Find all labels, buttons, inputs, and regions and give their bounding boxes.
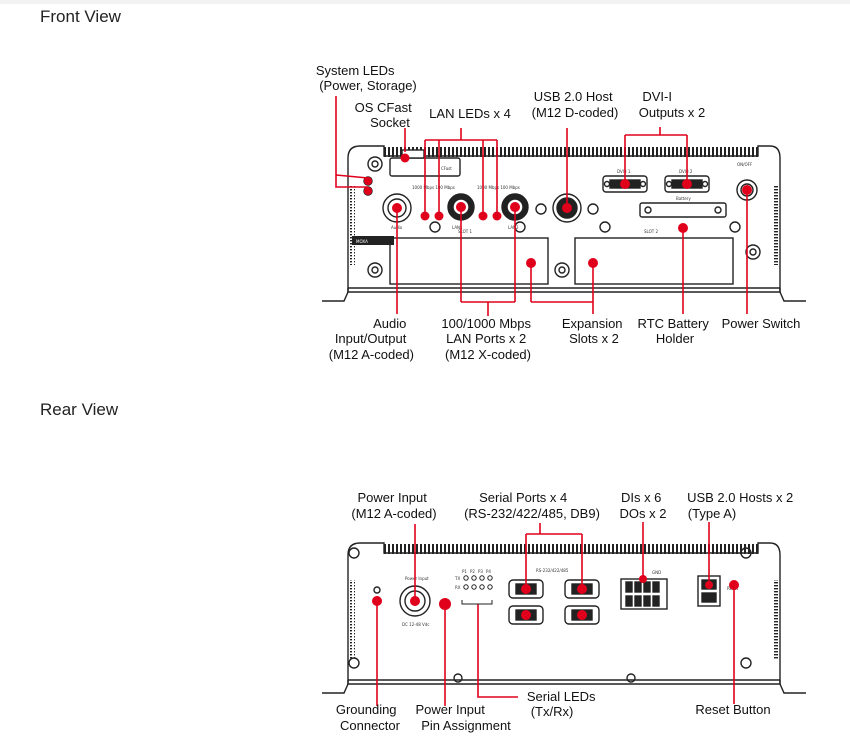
expansion-slot-1 (389, 237, 549, 285)
lan-speed-text-2: 1000 Mbps 100 Mbps (477, 185, 520, 190)
lan1-text: LAN1 (452, 225, 463, 230)
front-view-title: Front View (40, 7, 121, 26)
moxa-logo (352, 236, 394, 245)
front-callouts (335, 96, 748, 316)
label-dvi: DVI-I Outputs x 2 (639, 89, 705, 120)
label-dio: DIs x 6 DOs x 2 (620, 490, 667, 521)
serial-led-grid (463, 575, 493, 590)
label-system-leds: System LEDs (Power, Storage) (316, 63, 417, 93)
front-labels: System LEDs (Power, Storage) OS CFast So… (316, 63, 801, 362)
label-lan-ports: 100/1000 Mbps LAN Ports x 2 (M12 X-coded… (441, 316, 534, 362)
lan2-text: LAN2 (508, 225, 519, 230)
p4-text: P4 (486, 569, 491, 574)
front-device: MOXA CFast Audio 1000 Mbps 100 Mbps 1000… (322, 145, 806, 302)
dvi1-text: DVI-I 1 (617, 169, 631, 174)
label-power-input: Power Input (M12 A-coded) (351, 490, 436, 521)
p1-text: P1 (462, 569, 467, 574)
label-serial-ports: Serial Ports x 4 (RS-232/422/485, DB9) (464, 490, 600, 521)
top-border (0, 0, 850, 4)
label-usb-hosts: USB 2.0 Hosts x 2 (Type A) (687, 490, 797, 521)
label-rtc: RTC Battery Holder (638, 316, 713, 346)
dio-terminal-block (620, 578, 668, 610)
onoff-text: ON/OFF (737, 162, 753, 167)
serial-text: RS-232/422/485 (536, 568, 569, 573)
cfast-text: CFast (441, 166, 452, 171)
label-serial-leds: Serial LEDs (Tx/Rx) (527, 689, 599, 719)
label-pin-assignment: Power Input Pin Assignment (416, 702, 512, 733)
dvi2-text: DVI-I 2 (679, 169, 693, 174)
slot2-text: SLOT 2 (644, 229, 658, 234)
p2-text: P2 (470, 569, 475, 574)
serial-led-bracket (461, 600, 493, 605)
voltage-text: DC 12-48 Vdc (402, 622, 430, 627)
expansion-slot-2 (574, 237, 734, 285)
rear-callout-dots (372, 575, 739, 620)
lan-speed-text-1: 1000 Mbps 100 Mbps (412, 185, 455, 190)
label-expansion: Expansion Slots x 2 (562, 316, 626, 346)
rx-text: RX (455, 585, 461, 590)
label-grounding: Grounding Connector (336, 702, 401, 733)
rear-screws (348, 547, 752, 683)
p3-text: P3 (478, 569, 483, 574)
power-input-text: Power Input (405, 576, 429, 581)
rear-labels: Power Input (M12 A-coded) Serial Ports x… (336, 490, 797, 733)
label-audio: Audio Input/Output (M12 A-coded) (329, 316, 414, 362)
label-power-switch: Power Switch (722, 316, 801, 331)
battery-text: Battery (676, 196, 691, 201)
front-callout-dots (364, 153, 752, 268)
moxa-logo-text: MOXA (356, 239, 368, 244)
tx-text: TX (454, 576, 460, 581)
front-screws (367, 156, 761, 278)
rtc-battery-holder (639, 202, 727, 218)
rear-callouts (376, 522, 735, 706)
slot1-text: SLOT 1 (458, 229, 472, 234)
label-os-cfast: OS CFast Socket (355, 100, 416, 130)
label-lan-leds: LAN LEDs x 4 (429, 106, 511, 121)
label-reset: Reset Button (695, 702, 770, 717)
rear-view-title: Rear View (40, 400, 119, 419)
gnd-text: GND (652, 570, 661, 575)
label-usb-host: USB 2.0 Host (M12 D-coded) (532, 89, 619, 120)
